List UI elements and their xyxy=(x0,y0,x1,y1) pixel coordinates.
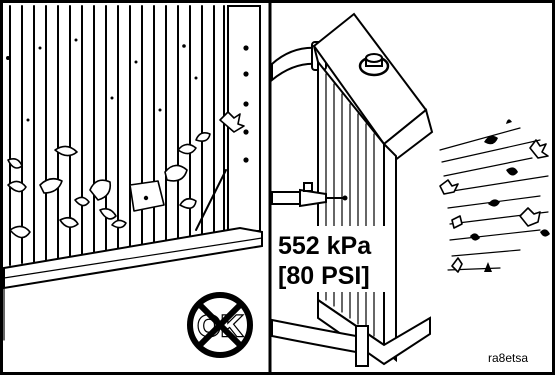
pressure-psi: [80 PSI] xyxy=(278,262,370,290)
right-panel-radiator: 552 kPa [80 PSI] xyxy=(272,14,550,366)
blown-leaves xyxy=(440,119,550,272)
circle-ok-crossed-out-icon: OK xyxy=(190,295,250,355)
left-panel-radiator: OK xyxy=(4,6,262,355)
pressure-kpa: 552 kPa xyxy=(278,232,372,260)
figure-code: ra8etsa xyxy=(488,351,528,365)
leaves-clogging xyxy=(8,112,244,238)
